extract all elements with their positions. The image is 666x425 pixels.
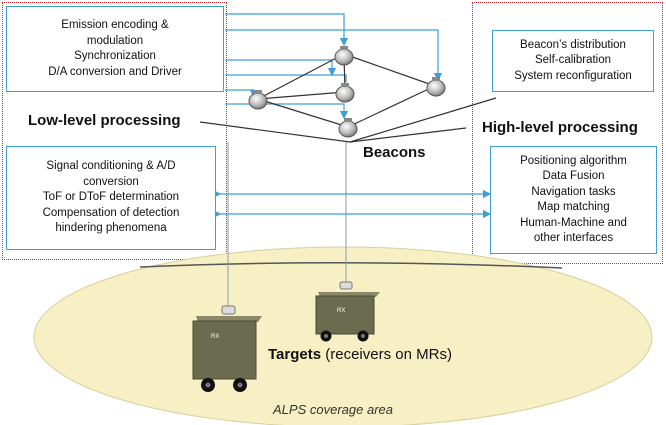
data-flow-arrows xyxy=(212,189,492,219)
positioning-line: other interfaces xyxy=(533,232,614,244)
positioning-line: Data Fusion xyxy=(542,170,605,182)
reception-line: Signal conditioning & A/D xyxy=(46,160,176,173)
high-level-heading: High-level processing xyxy=(482,119,638,136)
beacon-icon xyxy=(338,118,358,138)
low-level-heading: Low-level processing xyxy=(28,112,181,129)
positioning-line: Positioning algorithm xyxy=(520,154,627,167)
management-line: System reconfiguration xyxy=(514,69,632,82)
low-level-region xyxy=(2,2,227,260)
beacon-icon xyxy=(426,77,446,97)
targets-label: Targets (receivers on MRs) xyxy=(268,346,452,363)
beacon-icon xyxy=(248,90,268,110)
beacon-icon xyxy=(334,46,354,66)
beacons-label: Beacons xyxy=(363,144,426,161)
positioning-line: Map matching xyxy=(537,201,610,213)
management-line: Self-calibration xyxy=(534,54,612,67)
emission-line: Emission encoding & xyxy=(61,19,169,31)
emission-line: D/A conversion and Driver xyxy=(48,65,182,78)
reception-line: conversion xyxy=(83,175,139,188)
receiver-label: RX xyxy=(337,308,345,314)
targets-label-bold: Targets xyxy=(268,346,322,363)
receiver-label: RX xyxy=(211,334,219,340)
processing-connectors xyxy=(199,97,497,143)
targets-label-rest: (receivers on MRs) xyxy=(321,346,452,363)
management-line: Beacon’s distribution xyxy=(520,38,626,51)
reception-line: hindering phenomena xyxy=(55,222,167,235)
reception-line: Compensation of detection xyxy=(42,206,180,219)
beacon-management-box: Beacon’s distribution Self-calibration S… xyxy=(492,30,654,92)
reception-line: ToF or DToF determination xyxy=(42,191,180,204)
coverage-area-label: ALPS coverage area xyxy=(273,402,393,417)
high-level-region xyxy=(472,2,663,264)
positioning-line: Human-Machine and xyxy=(520,216,627,229)
positioning-box: Positioning algorithm Data Fusion Naviga… xyxy=(490,146,657,254)
emission-line: modulation xyxy=(86,34,144,47)
emission-line: Synchronization xyxy=(74,50,156,62)
positioning-line: Navigation tasks xyxy=(531,185,616,198)
emission-processing-box: Emission encoding & modulation Synchroni… xyxy=(6,6,224,92)
coverage-area xyxy=(33,246,653,425)
mobile-robot-icon: RX xyxy=(315,281,380,342)
ceiling-line xyxy=(139,261,563,269)
beacon-icon xyxy=(335,83,355,103)
reception-processing-box: Signal conditioning & A/D conversion ToF… xyxy=(6,146,216,250)
mobile-robot-icon: RX xyxy=(192,305,262,392)
